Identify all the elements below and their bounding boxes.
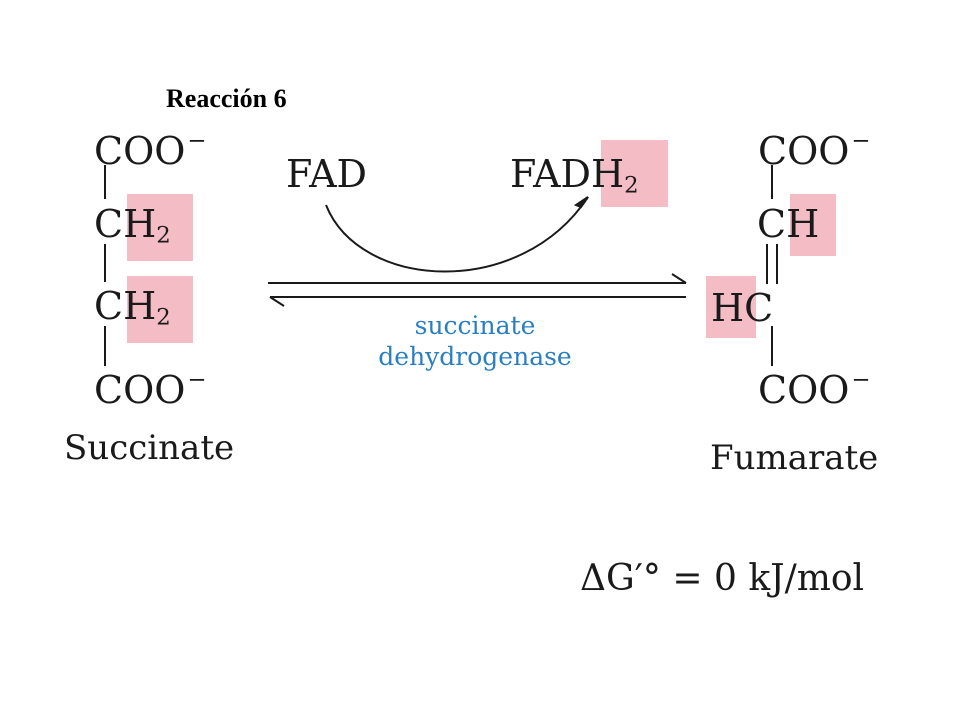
succinate-label: Succinate: [64, 428, 235, 468]
succinate-bond-2: [104, 244, 106, 282]
fumarate-ch: CH: [757, 202, 820, 246]
succinate-coo-top: COO−: [94, 128, 207, 173]
fumarate-h-highlight-bottom: [706, 276, 756, 338]
succinate-h-highlight-top: [127, 194, 193, 261]
fumarate-label: Fumarate: [710, 438, 879, 478]
fumarate-hc: HC: [711, 286, 774, 330]
succinate-bond-1: [104, 165, 106, 199]
fadh2-h2-highlight: [601, 140, 668, 207]
succinate-coo-bottom: COO−: [94, 367, 207, 412]
reverse-arrow-head: [269, 296, 285, 307]
fumarate-coo-bottom: COO−: [758, 367, 871, 412]
succinate-ch2-bottom: CH2: [94, 284, 171, 331]
cofactor-curved-arrow: [325, 196, 589, 273]
fumarate-bond-1: [771, 165, 773, 199]
succinate-h-highlight-bottom: [127, 276, 193, 343]
delta-g-value: ΔG′° = 0 kJ/mol: [580, 558, 865, 599]
succinate-ch2-top: CH2: [94, 202, 171, 249]
enzyme-line-1: succinate: [414, 311, 536, 340]
reaction-title: Reacción 6: [166, 84, 287, 113]
succinate-bond-3: [104, 326, 106, 366]
fad-label: FAD: [286, 152, 367, 196]
fumarate-double-bond-a: [766, 244, 768, 284]
fumarate-h-highlight-top: [790, 194, 836, 256]
fumarate-bond-3: [771, 326, 773, 366]
enzyme-label: succinate dehydrogenase: [350, 310, 600, 373]
fumarate-coo-top: COO−: [758, 128, 871, 173]
enzyme-line-2: dehydrogenase: [378, 342, 572, 372]
forward-arrow-head: [671, 273, 687, 284]
fadh2-label: FADH2: [510, 152, 639, 199]
fumarate-double-bond-b: [776, 244, 778, 284]
cofactor-arrow-head: [573, 196, 589, 209]
